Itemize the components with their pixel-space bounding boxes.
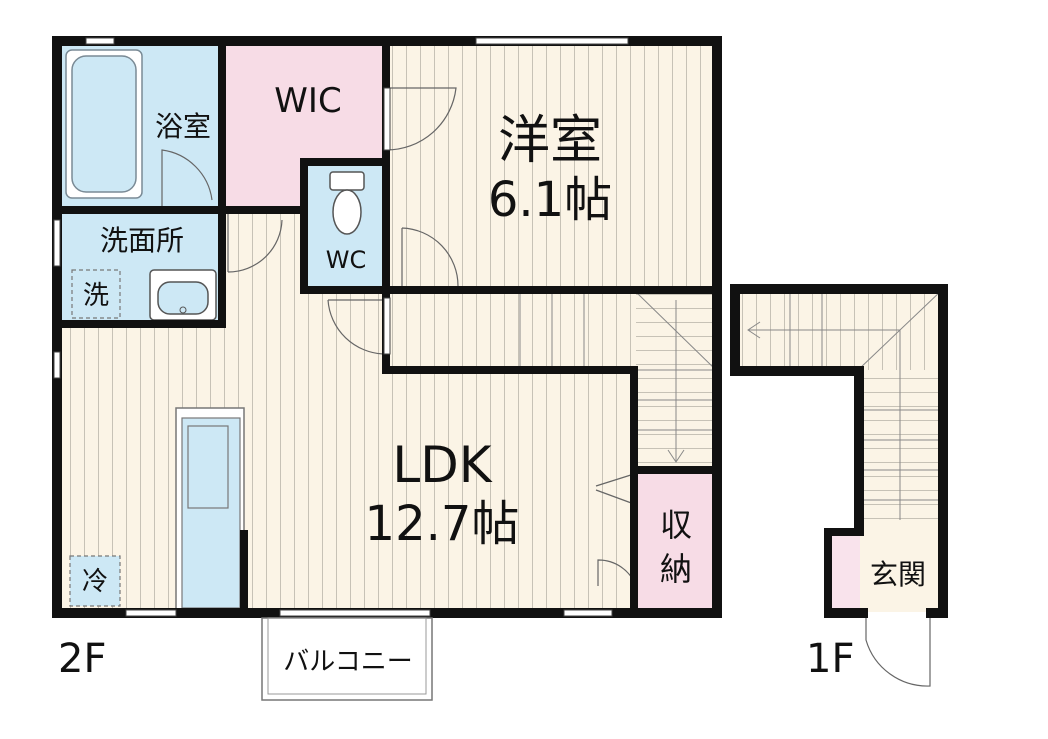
wall-1f-top	[730, 284, 948, 294]
hall-floor	[222, 210, 304, 290]
wall-corridor-bottom	[384, 366, 636, 374]
window	[383, 87, 391, 151]
entrance-floor	[828, 532, 860, 612]
toilet-icon	[329, 171, 365, 235]
door-swing-icon	[865, 616, 931, 687]
entrance-hall-floor	[858, 530, 942, 612]
wall-1f-left	[730, 284, 740, 376]
wall-wic-western	[382, 40, 390, 294]
window	[125, 609, 177, 617]
label-fridge: 冷	[82, 567, 108, 597]
room-label-storage-2: 納	[660, 550, 692, 588]
room-label-bath: 浴室	[155, 110, 211, 143]
wall-1f-right	[938, 284, 948, 618]
wall-wc-bottom	[300, 286, 390, 294]
room-label-wic: WIC	[274, 81, 341, 121]
floor-label-2f: 2F	[58, 636, 106, 682]
western-room-floor	[386, 42, 716, 290]
washer-space	[71, 269, 121, 319]
door-swings	[161, 87, 931, 687]
door-swing-icon	[227, 214, 283, 273]
window	[475, 37, 629, 45]
stair-arrow-icon	[667, 449, 685, 463]
stair-arrow-icon	[747, 321, 761, 339]
washbasin-icon	[149, 269, 217, 321]
wall-wc-left	[300, 160, 308, 294]
room-label-western: 洋室	[498, 111, 602, 171]
window	[279, 609, 431, 617]
label-balcony: バルコニー	[283, 647, 412, 677]
wall-stair-left	[630, 366, 638, 612]
wall-washroom-right	[218, 206, 226, 328]
door-swing-icon	[327, 299, 386, 355]
windows	[53, 37, 629, 617]
stairs-1f	[747, 289, 943, 520]
wall-right-upper	[712, 36, 722, 290]
room-label-wc: WC	[326, 246, 367, 274]
wall-counter-edge	[240, 530, 248, 610]
wall-1f-entry-left	[824, 528, 832, 618]
label-washer: 洗	[83, 281, 109, 311]
wall-1f-bottom-left	[824, 608, 868, 618]
door-swing-icon	[385, 87, 457, 151]
window	[53, 219, 61, 267]
window	[85, 37, 115, 45]
floor-label-1f: 1F	[806, 636, 854, 682]
window	[53, 351, 61, 379]
balcony-inner	[267, 617, 427, 695]
wall-1f-inner	[854, 366, 864, 534]
window	[563, 609, 613, 617]
room-label-ldk: LDK	[392, 436, 492, 494]
door-swing-icon	[161, 149, 213, 208]
window	[383, 297, 391, 355]
room-label-storage-1: 収	[660, 506, 692, 544]
wall-bath-bottom	[56, 206, 306, 214]
room-size-ldk: 12.7帖	[365, 496, 520, 552]
wall-washroom-bottom	[56, 320, 226, 328]
wall-1f-bottom-right	[926, 608, 948, 618]
fixtures	[65, 49, 365, 611]
labels: 浴室 WIC 洋室 6.1帖 洗面所 WC 洗 LDK 12.7帖 冷 収 納 …	[58, 81, 926, 682]
corridor-floor	[386, 290, 636, 370]
stairs-2f	[519, 289, 717, 463]
wall-wc-top	[300, 158, 390, 166]
bathtub-icon	[65, 49, 143, 199]
door-swing-icon	[595, 473, 635, 505]
room-label-washroom: 洗面所	[100, 224, 184, 257]
wall-1f-step	[730, 366, 864, 376]
wall-1f-entry-top	[824, 528, 864, 536]
wall-stair-bottom	[630, 466, 718, 474]
room-size-western: 6.1帖	[488, 172, 612, 228]
door-swing-icon	[401, 227, 459, 288]
storage-floor	[636, 470, 716, 612]
room-label-entrance: 玄関	[870, 558, 926, 591]
wall-western-bottom	[386, 286, 716, 294]
wall-right-lower	[712, 290, 722, 618]
fridge-space	[69, 555, 121, 607]
kitchen-counter-icon	[175, 407, 245, 611]
wall-bath-wic	[218, 40, 226, 210]
